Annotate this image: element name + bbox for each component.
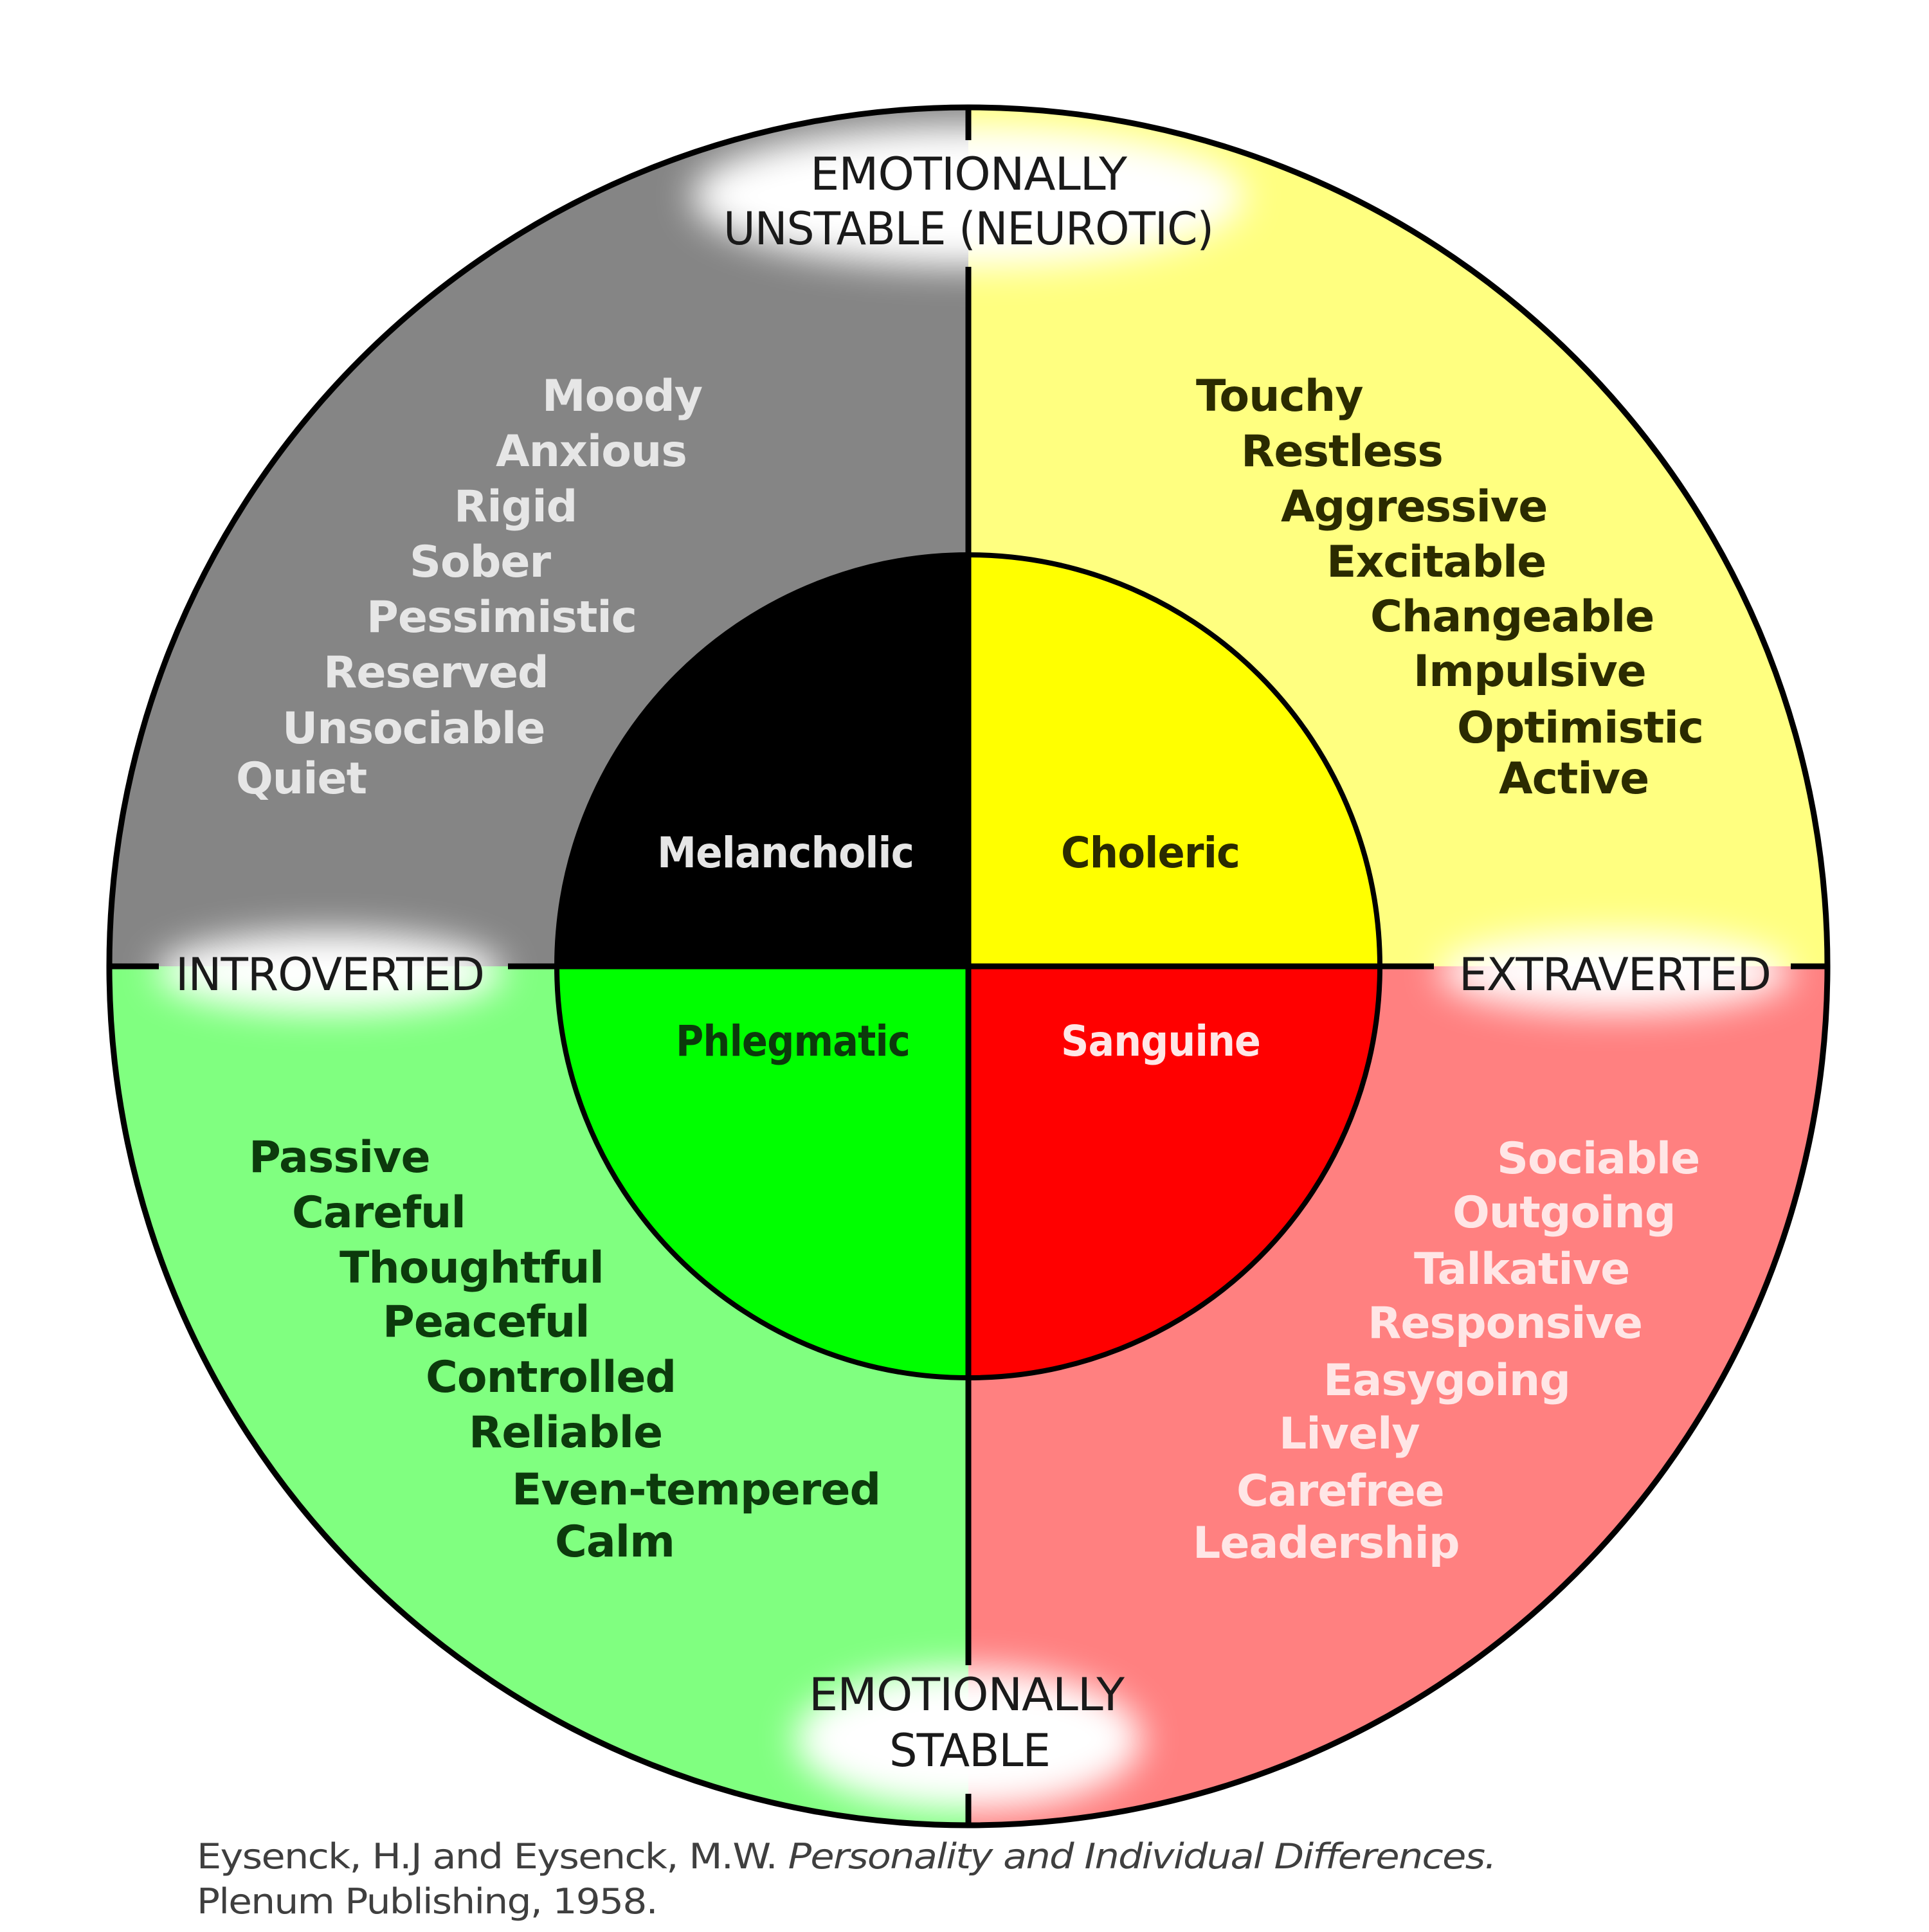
axis-label-bottom-line2: STABLE [889,1724,1050,1777]
axis-label-extraverted: EXTRAVERTED [1459,948,1771,1001]
trait-phlegmatic: Even-tempered [512,1465,880,1515]
temperament-sanguine: Sanguine [1061,1016,1260,1066]
temperament-melancholic: Melancholic [657,828,914,878]
trait-melancholic: Rigid [454,482,577,532]
trait-melancholic: Reserved [323,647,548,698]
trait-choleric: Excitable [1327,537,1546,588]
trait-sanguine: Talkative [1414,1244,1629,1295]
citation-line1: Eysenck, H.J and Eysenck, M.W. Personali… [197,1836,1496,1877]
trait-choleric: Aggressive [1281,482,1547,532]
trait-melancholic: Anxious [496,426,687,477]
trait-melancholic: Unsociable [282,703,545,754]
trait-choleric: Active [1499,754,1649,804]
trait-sanguine: Carefree [1236,1466,1444,1517]
trait-phlegmatic: Passive [249,1132,430,1183]
trait-choleric: Impulsive [1413,646,1646,697]
trait-sanguine: Responsive [1368,1298,1642,1349]
citation-authors: Eysenck, H.J and Eysenck, M.W. [197,1836,777,1877]
phlegmatic-inner-quadrant [557,966,968,1378]
trait-sanguine: Easygoing [1323,1355,1570,1406]
sanguine-inner-quadrant [968,966,1380,1378]
trait-choleric: Optimistic [1457,703,1703,754]
label-halos [156,125,1792,1810]
axis-label-bottom-line1: EMOTIONALLY [809,1668,1125,1721]
trait-melancholic: Pessimistic [367,592,637,643]
axis-label-introverted: INTROVERTED [176,948,484,1001]
trait-choleric: Changeable [1370,591,1654,642]
phlegmatic-traits: Passive Careful Thoughtful Peaceful Cont… [249,1132,881,1567]
trait-choleric: Touchy [1196,371,1363,422]
halo-bottom [795,1668,1142,1810]
melancholic-inner-quadrant [557,555,968,966]
trait-melancholic: Moody [542,371,703,422]
trait-sanguine: Sociable [1497,1133,1699,1184]
trait-phlegmatic: Thoughtful [340,1243,604,1294]
melancholic-traits: Moody Anxious Rigid Sober Pessimistic Re… [236,371,703,804]
trait-phlegmatic: Calm [555,1517,675,1567]
axis-label-top-line2: UNSTABLE (NEUROTIC) [723,203,1213,255]
trait-sanguine: Leadership [1193,1518,1460,1569]
trait-phlegmatic: Peaceful [383,1297,590,1348]
trait-sanguine: Outgoing [1453,1187,1676,1238]
trait-phlegmatic: Careful [292,1187,466,1238]
temperament-phlegmatic: Phlegmatic [676,1016,910,1066]
halo-top [692,125,1245,267]
axis-label-top-line1: EMOTIONALLY [810,148,1127,201]
temperament-choleric: Choleric [1061,828,1240,878]
trait-sanguine: Lively [1279,1409,1420,1459]
trait-phlegmatic: Reliable [469,1407,662,1458]
choleric-traits: Touchy Restless Aggressive Excitable Cha… [1196,371,1704,804]
trait-phlegmatic: Controlled [426,1352,676,1403]
trait-choleric: Restless [1241,426,1443,477]
trait-melancholic: Sober [410,537,551,588]
citation-title: Personality and Individual Differences. [788,1836,1496,1877]
choleric-inner-quadrant [968,555,1380,966]
halo-left [156,932,503,1012]
halo-right [1438,932,1792,1012]
trait-melancholic: Quiet [236,754,367,804]
sanguine-traits: Sociable Outgoing Talkative Responsive E… [1193,1133,1700,1569]
citation-publisher: Plenum Publishing, 1958. [197,1881,657,1922]
